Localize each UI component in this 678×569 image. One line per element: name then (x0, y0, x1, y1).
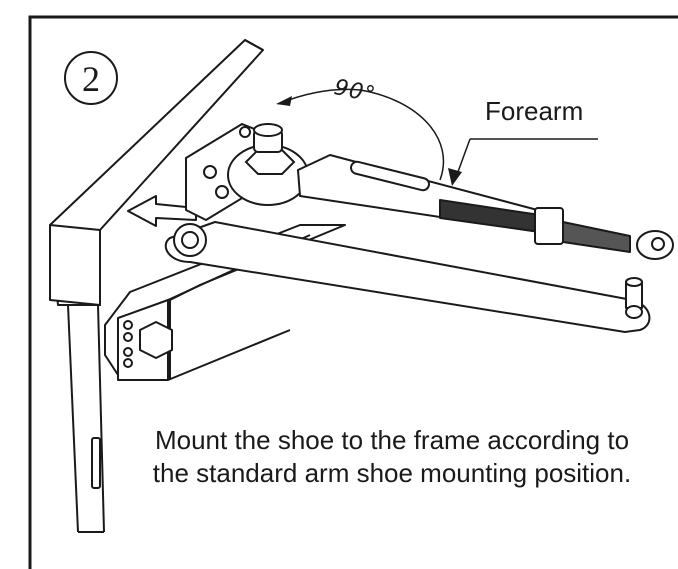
door-leaf (67, 304, 105, 533)
forearm (297, 154, 674, 260)
frame-border (28, 15, 678, 569)
instruction-text: Mount the shoe to the frame according to… (112, 424, 672, 490)
door-frame-header (49, 39, 264, 306)
rotation-arrowhead (276, 96, 292, 106)
step-number: 2 (82, 59, 100, 99)
pivot-nut (227, 123, 309, 206)
main-arm (164, 221, 651, 333)
instruction-line-1: Mount the shoe to the frame according to (154, 425, 630, 455)
forearm-pointer-head (448, 168, 462, 186)
instruction-line-2: the standard arm shoe mounting position. (152, 458, 632, 488)
forearm-label: Forearm (485, 96, 584, 126)
closer-body (104, 224, 346, 381)
step-circle (64, 51, 118, 105)
rotation-arc (277, 88, 445, 181)
